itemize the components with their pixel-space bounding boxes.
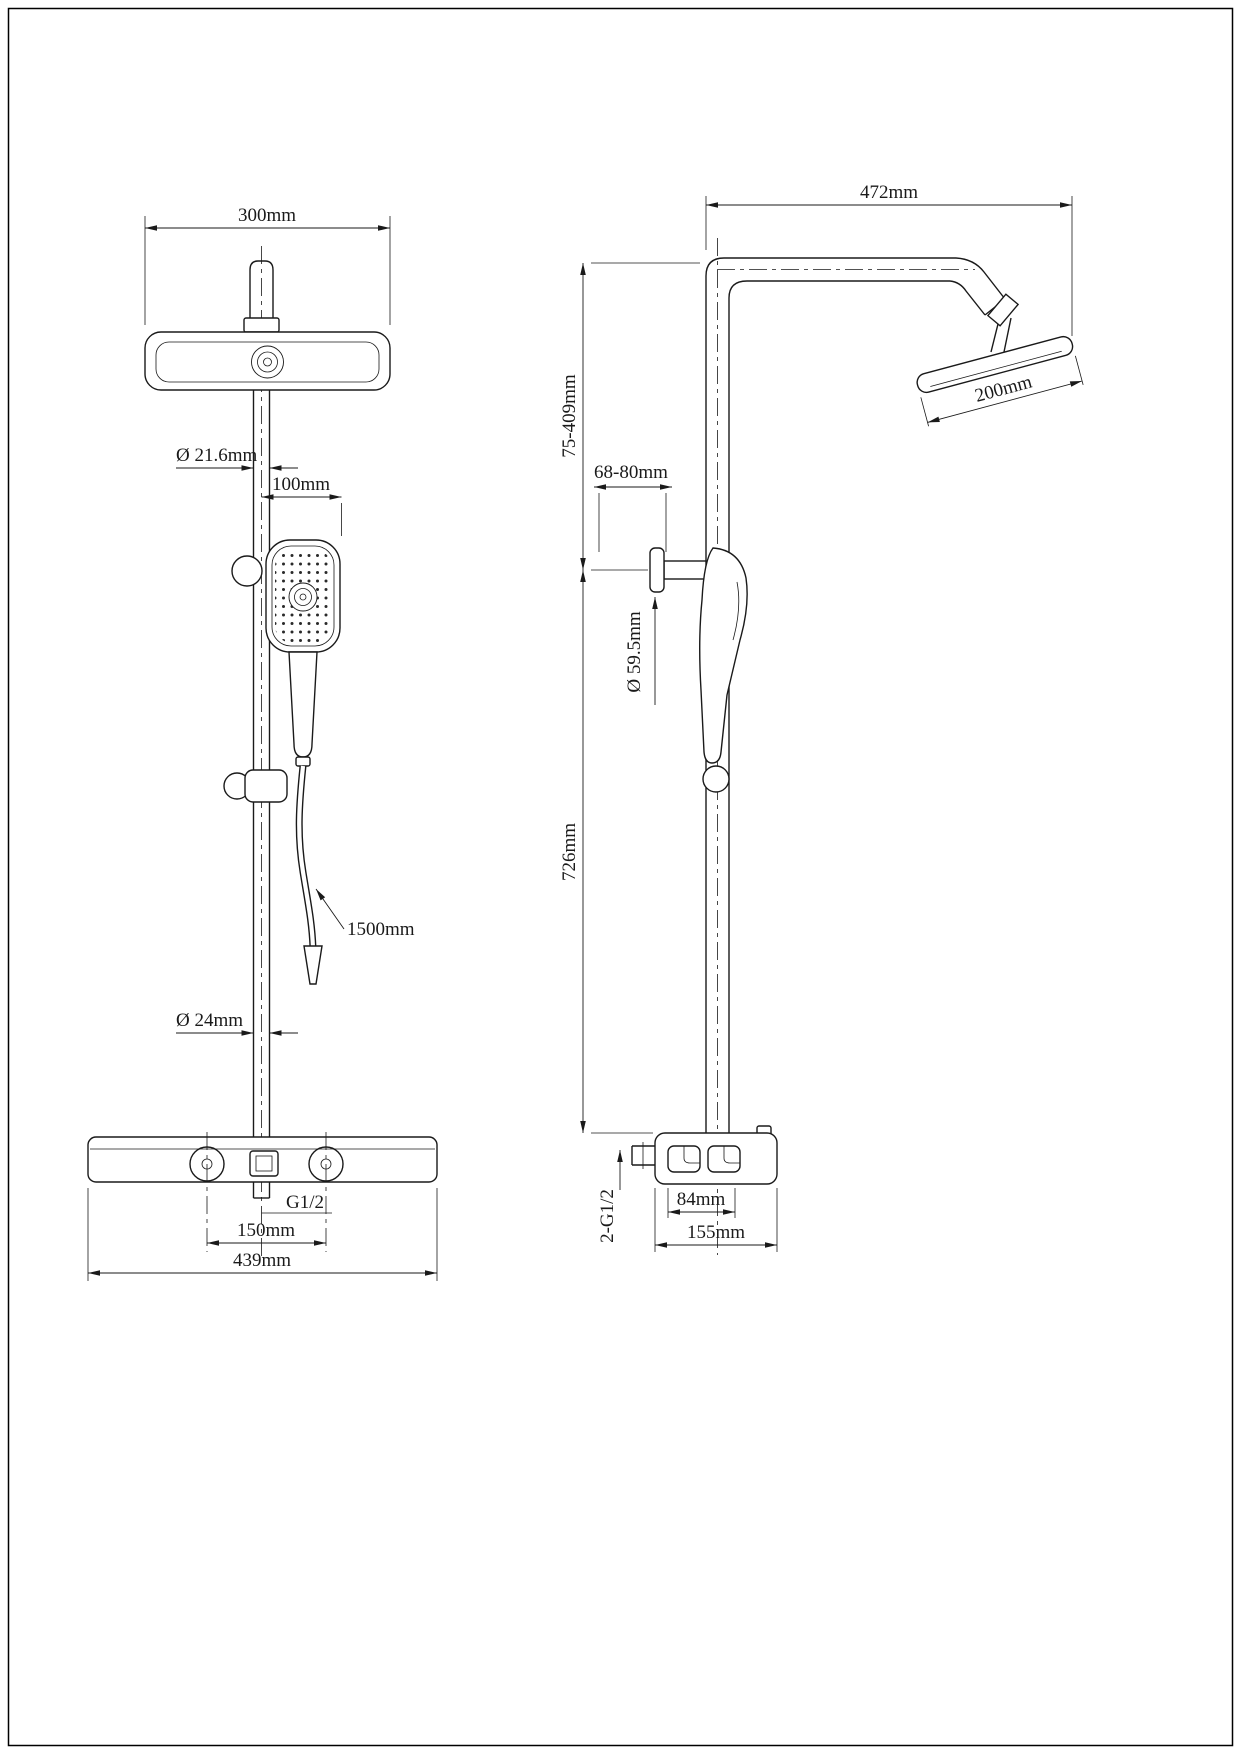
dim-riser-adjust-range: 75-409mm (559, 262, 700, 571)
mixer-valve-front (87, 1132, 438, 1252)
outlet-thread-label: G1/2 (286, 1192, 324, 1213)
dim-arm-reach: 472mm (705, 182, 1073, 336)
slider-ring-side (702, 765, 730, 793)
dim-valve-width: 155mm (654, 1188, 778, 1252)
rain-shower-head-side: 200mm (916, 335, 1084, 427)
arm-reach-label: 472mm (860, 182, 918, 203)
dim-hose-length: 1500mm (315, 888, 415, 940)
handle-spacing-label: 150mm (237, 1220, 295, 1241)
riser-adjust-range-label: 75-409mm (559, 374, 580, 458)
dim-lower-pipe-diameter: Ø 24mm (176, 1010, 298, 1036)
head-width-label: 300mm (238, 205, 296, 226)
bar-width-label: 439mm (233, 1250, 291, 1271)
valve-width-label: 155mm (687, 1222, 745, 1243)
side-view: 200mm 472mm 75-409mm 68-80mm (559, 182, 1084, 1255)
hand-shower-offset-label: 100mm (272, 474, 330, 495)
hand-shower-side (699, 547, 748, 793)
hand-shower-holder-front (231, 555, 263, 587)
rain-shower-head-front (144, 331, 391, 391)
front-view: 300mm Ø 21.6mm 100mm (87, 205, 438, 1281)
slider-clamp-front (223, 769, 288, 803)
pipe-diameter-label: Ø 21.6mm (176, 445, 258, 466)
dim-inlet-thread: 2-G1/2 (597, 1150, 623, 1243)
hand-shower-front (265, 539, 341, 767)
hand-shower-holder-side (649, 547, 707, 593)
dim-outlet-thread: G1/2 (261, 1192, 332, 1214)
head-inlet-stub-front (243, 260, 280, 333)
left-knob (189, 1146, 225, 1182)
holder-offset-range-label: 68-80mm (594, 462, 668, 483)
dim-handle-spacing: 150mm (207, 1220, 326, 1246)
arm-nut-side (986, 293, 1020, 327)
hose-length-label: 1500mm (347, 919, 415, 940)
dim-pipe-diameter: Ø 21.6mm (176, 445, 298, 471)
dim-holder-offset-range: 68-80mm (594, 462, 672, 552)
dim-head-width: 300mm (144, 205, 391, 325)
dim-valve-port-spacing: 84mm (667, 1188, 736, 1218)
dim-bar-width: 439mm (87, 1188, 438, 1281)
valve-port-spacing-label: 84mm (677, 1189, 726, 1210)
riser-height-label: 726mm (559, 823, 580, 881)
holder-diameter-label: Ø 59.5mm (624, 611, 645, 693)
dim-holder-diameter: Ø 59.5mm (624, 597, 658, 705)
riser-pipe-front (252, 390, 271, 1137)
mixer-valve-side (631, 1125, 778, 1185)
inlet-thread-label: 2-G1/2 (597, 1189, 618, 1243)
sheet-border (7, 7, 1234, 1747)
lower-pipe-diameter-label: Ø 24mm (176, 1010, 243, 1031)
hose-end-fitting (303, 945, 323, 985)
riser-pipe-side (705, 257, 1020, 1133)
right-knob (308, 1146, 344, 1182)
center-display (249, 1150, 279, 1177)
shower-hose (295, 765, 323, 985)
dim-riser-height: 726mm (559, 570, 653, 1134)
dim-hand-shower-offset: 100mm (261, 474, 342, 536)
